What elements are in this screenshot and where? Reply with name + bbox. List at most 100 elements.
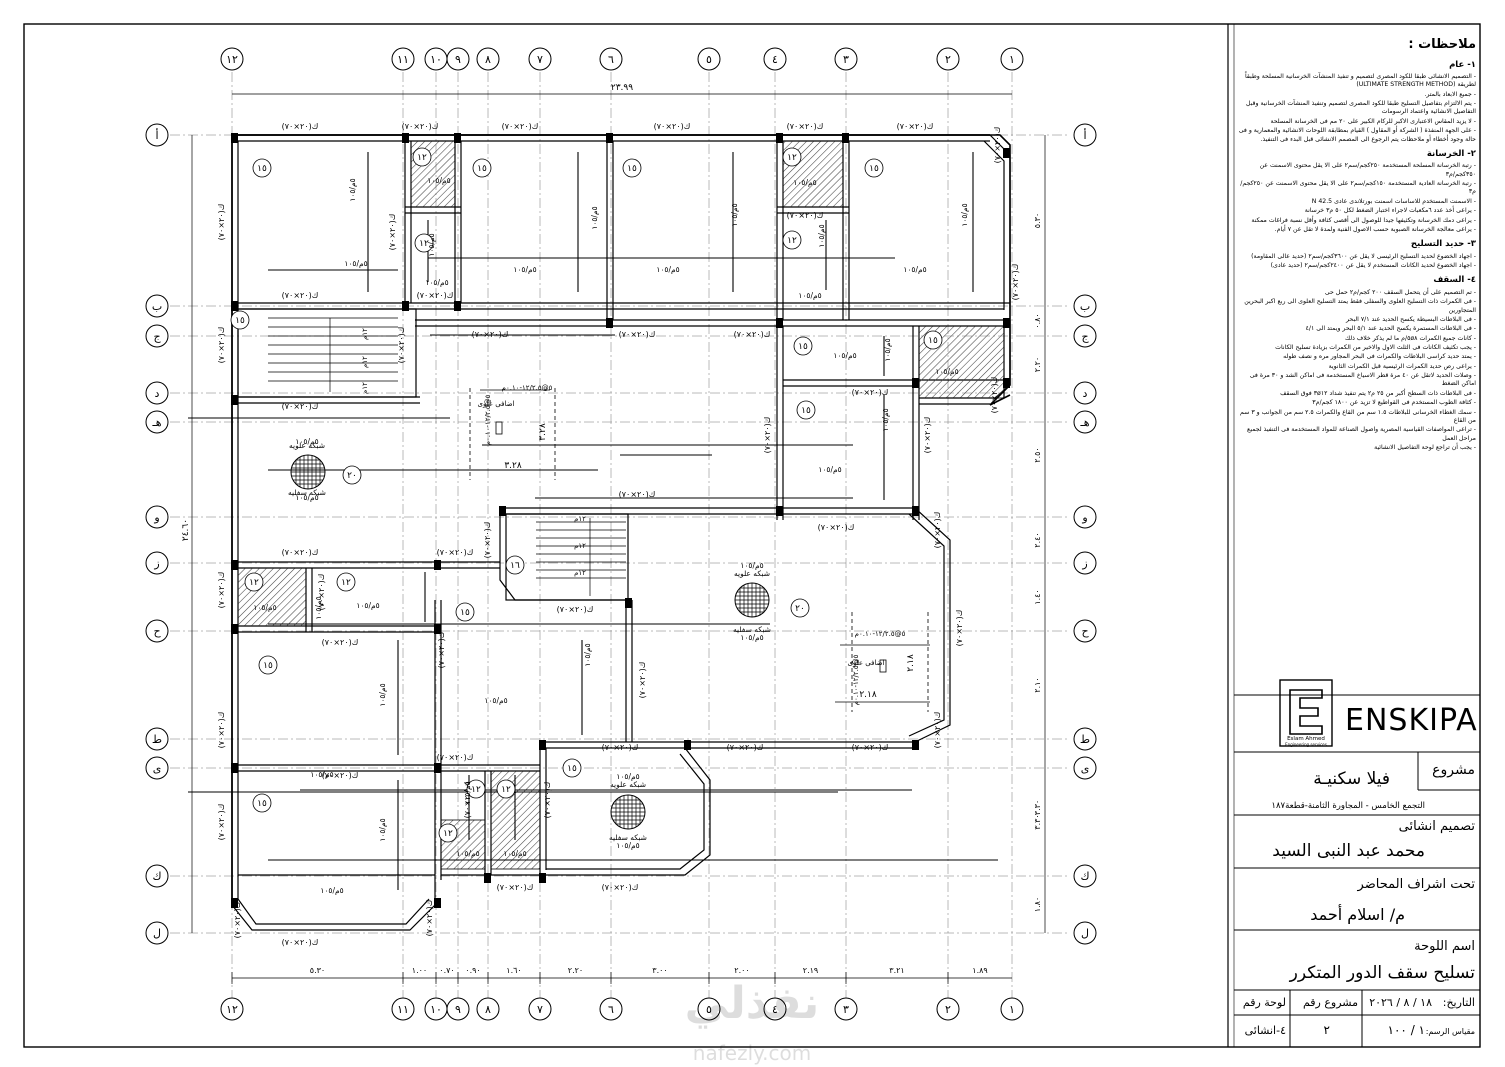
grid-bubble-col: ١١ xyxy=(391,997,415,1021)
note-item: - لا يزيد المقاس الاعتبارى الاكبر للركام… xyxy=(1270,117,1476,125)
slab-marker xyxy=(342,465,362,485)
beam-label: ك(٢٠×٧٠) xyxy=(233,902,242,939)
note-item: - يمتد حديد كراسى البلاطات والكمرات فى ا… xyxy=(1283,353,1476,361)
slab-number: ١٢ xyxy=(419,239,429,249)
beam-label: ك(٢٠×٧٠) xyxy=(619,490,656,499)
rebar-label: ٥م/١٠٥ xyxy=(295,493,318,502)
detail-dimension: ٣.٢٨ xyxy=(504,461,522,471)
grid-col-label: ٨ xyxy=(485,53,491,66)
beam-label: ك(٢٠×٧٠) xyxy=(619,330,656,339)
detail-rebar-label: ٥@١٢/٢.٥-٠.١٠م xyxy=(502,384,553,392)
column xyxy=(625,598,632,608)
column xyxy=(484,873,491,883)
bottom-dimension: ١.٨٩ xyxy=(972,966,987,975)
column xyxy=(776,133,783,143)
column xyxy=(1003,318,1010,328)
note-item: - التصميم الانشائى طبقا للكود المصرى لتص… xyxy=(1244,73,1476,89)
grid-bubble-row: هـ xyxy=(1073,410,1097,434)
grid-row-label: ى xyxy=(1081,762,1090,775)
grid-bubble-row: ج xyxy=(1073,324,1097,348)
slab-marker xyxy=(455,602,475,622)
beam-label: ك(٢٠×٧٠) xyxy=(217,712,226,749)
beam-label: ك(٢٠×٧٠) xyxy=(787,122,824,131)
project-name: فيلا سكنيـة xyxy=(1313,769,1390,789)
grid-row-label: ج xyxy=(153,330,161,343)
slab-marker xyxy=(864,158,884,178)
grid-bubble-row: ح xyxy=(1073,619,1097,643)
note-item: - تم التصميم على أن يتحمل السقف ٢٠٠ كجم/… xyxy=(1324,288,1476,296)
notes-panel: ملاحظات : ١- عام - التصميم الانشائى طبقا… xyxy=(1236,36,1476,692)
grid-col-label: ٧ xyxy=(537,53,543,66)
rebar-label: ٥م/١٠٥ xyxy=(344,259,367,268)
beam-label: ك(٢٠×٧٠) xyxy=(497,883,534,892)
beam-label: ك(٢٠×٧٠) xyxy=(472,330,509,339)
rebar-label: ٥م/١٠٥ xyxy=(903,265,926,274)
grid-col-label: ٤ xyxy=(772,1003,778,1016)
grid-col-label: ١١ xyxy=(397,1003,409,1016)
right-dimension: ٢.٤٠ xyxy=(1033,532,1042,547)
slab-number: ٢٠ xyxy=(795,604,805,614)
column xyxy=(402,301,409,311)
stair-label: ١٢م xyxy=(574,569,586,577)
additional-top-rebar-detail-1 xyxy=(455,388,560,480)
beam-label: ك(٢٠×٧٠) xyxy=(282,291,319,300)
grid-row-label: د xyxy=(155,387,160,400)
note-item: - وصلات الحديد لاتقل عن ٤٠ مرة قطر الاسي… xyxy=(1249,372,1476,388)
beam-label: ك(٢٠×٧٠) xyxy=(993,127,1002,164)
beam-label: ك(٢٠×٧٠) xyxy=(282,122,319,131)
column xyxy=(231,133,238,143)
note-item: - يراعى أخذ عدد ٦مكعبات لاجراء اختبار ال… xyxy=(1304,207,1476,215)
grid-bubble-row: ى xyxy=(145,756,169,780)
lower-mesh-label: شبكه سفليه xyxy=(733,625,771,634)
grid-col-label: ٧ xyxy=(537,1003,543,1016)
logo-sub2: Engineering services xyxy=(1285,742,1327,747)
detail-dimension: ٢.١٨ xyxy=(859,690,877,700)
beam-label: ك(٢٠×٧٠) xyxy=(602,883,639,892)
upper-mesh-label: شبكه علويه xyxy=(289,441,325,450)
beam-label: ك(٢٠×٧٠) xyxy=(425,900,434,937)
grid-bubble-row: و xyxy=(1073,505,1097,529)
note-item: - يتم الالتزام بتفاصيل التسليح طبقا للكو… xyxy=(1245,100,1476,116)
beam-label: ك(٢٠×٧٠) xyxy=(388,214,397,251)
notes-rebar-list: - اجهاد الخضوع لحديد التسليح الرئيسى لا … xyxy=(1236,253,1476,271)
project-no: ٢ xyxy=(1324,1023,1330,1037)
rebar-label: ٥م/١٠٥ xyxy=(881,408,890,431)
column xyxy=(776,506,783,516)
beam-label: ك(٢٠×٧٠) xyxy=(543,782,552,819)
grid-col-label: ١٢ xyxy=(226,1003,238,1016)
lower-mesh-label: شبكه سفليه xyxy=(288,488,326,497)
beam-label: ك(٢٠×٧٠) xyxy=(463,782,472,819)
rebar-label: ٥م/١٠٥ xyxy=(583,643,592,666)
slab-number: ٢٠ xyxy=(347,471,357,481)
grid-bubble-col: ٣ xyxy=(834,997,858,1021)
beam-label: ك(٢٠×٧٠) xyxy=(502,122,539,131)
column xyxy=(912,378,919,388)
slab-marker xyxy=(414,233,434,253)
notes-concrete-list: - رتبة الخرسانة المسلحة المستخدمة ٢٥٠كجم… xyxy=(1236,162,1476,234)
grid-col-label: ١١ xyxy=(397,53,409,66)
beam-label: ك(٢٠×٧٠) xyxy=(955,610,964,647)
designer-name: محمد عبد النبى السيد xyxy=(1272,841,1425,861)
note-item: - جميع الابعاد بالمتر. xyxy=(1424,90,1476,98)
stair-label: ١٢م xyxy=(361,382,369,394)
note-item: - كثافة الطوب المستخدم فى القواطيع لا تز… xyxy=(1312,399,1476,407)
rebar-label: ٥م/١٠٥ xyxy=(427,176,450,185)
note-item: - تراعى المواصفات القياسية المصرية واصول… xyxy=(1247,426,1476,442)
column xyxy=(539,873,546,883)
column xyxy=(454,133,461,143)
supervisor-name: م/ اسلام أحمد xyxy=(1310,904,1405,924)
note-item: - فى الكمرات ذات التسليح العلوى والسفلى … xyxy=(1244,298,1476,314)
beam-label: ك(٢٠×٧٠) xyxy=(734,330,771,339)
slab-number: ١٢ xyxy=(471,785,481,795)
rebar-label: ٥م/١٠٥ xyxy=(427,233,436,256)
rebar-label: ٥م/١٠٥ xyxy=(513,265,536,274)
rebar-label: ٥م/١٠٥ xyxy=(378,683,387,706)
rebar-label: ٥م/١٠٥ xyxy=(503,849,526,858)
grid-row-label: ب xyxy=(1080,300,1090,313)
grid-bubble-col: ٨ xyxy=(476,997,500,1021)
grid-row-label: ل xyxy=(1081,927,1089,940)
slab-marker xyxy=(472,158,492,178)
beam-label: ك(٢٠×٧٠) xyxy=(217,204,226,241)
beam-label: ك(٢٠×٧٠) xyxy=(282,938,319,947)
